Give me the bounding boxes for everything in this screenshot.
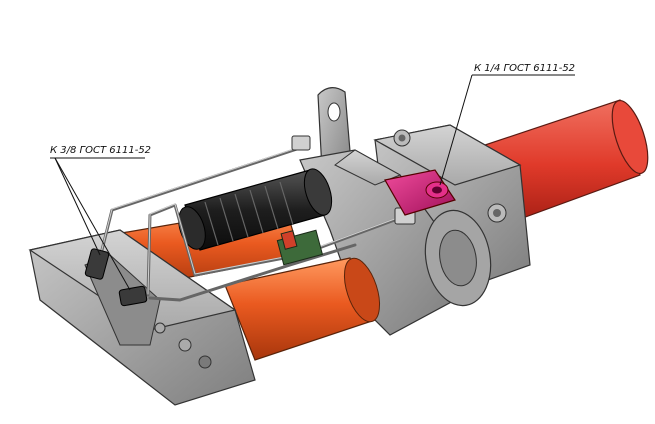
- callout-leaders: [50, 74, 575, 291]
- orange-cylinder-front: [224, 257, 381, 361]
- valve-block: [276, 229, 324, 266]
- fitting-top: [291, 135, 311, 151]
- fitting-left-lower: [84, 248, 110, 280]
- callout-right-label: К 1/4 ГОСТ 6111-52: [474, 63, 575, 74]
- central-body: [299, 149, 492, 336]
- fitting-left-mid: [118, 285, 148, 307]
- callout-left-label: К 3/8 ГОСТ 6111-52: [50, 145, 151, 156]
- magenta-fitting: [384, 169, 456, 216]
